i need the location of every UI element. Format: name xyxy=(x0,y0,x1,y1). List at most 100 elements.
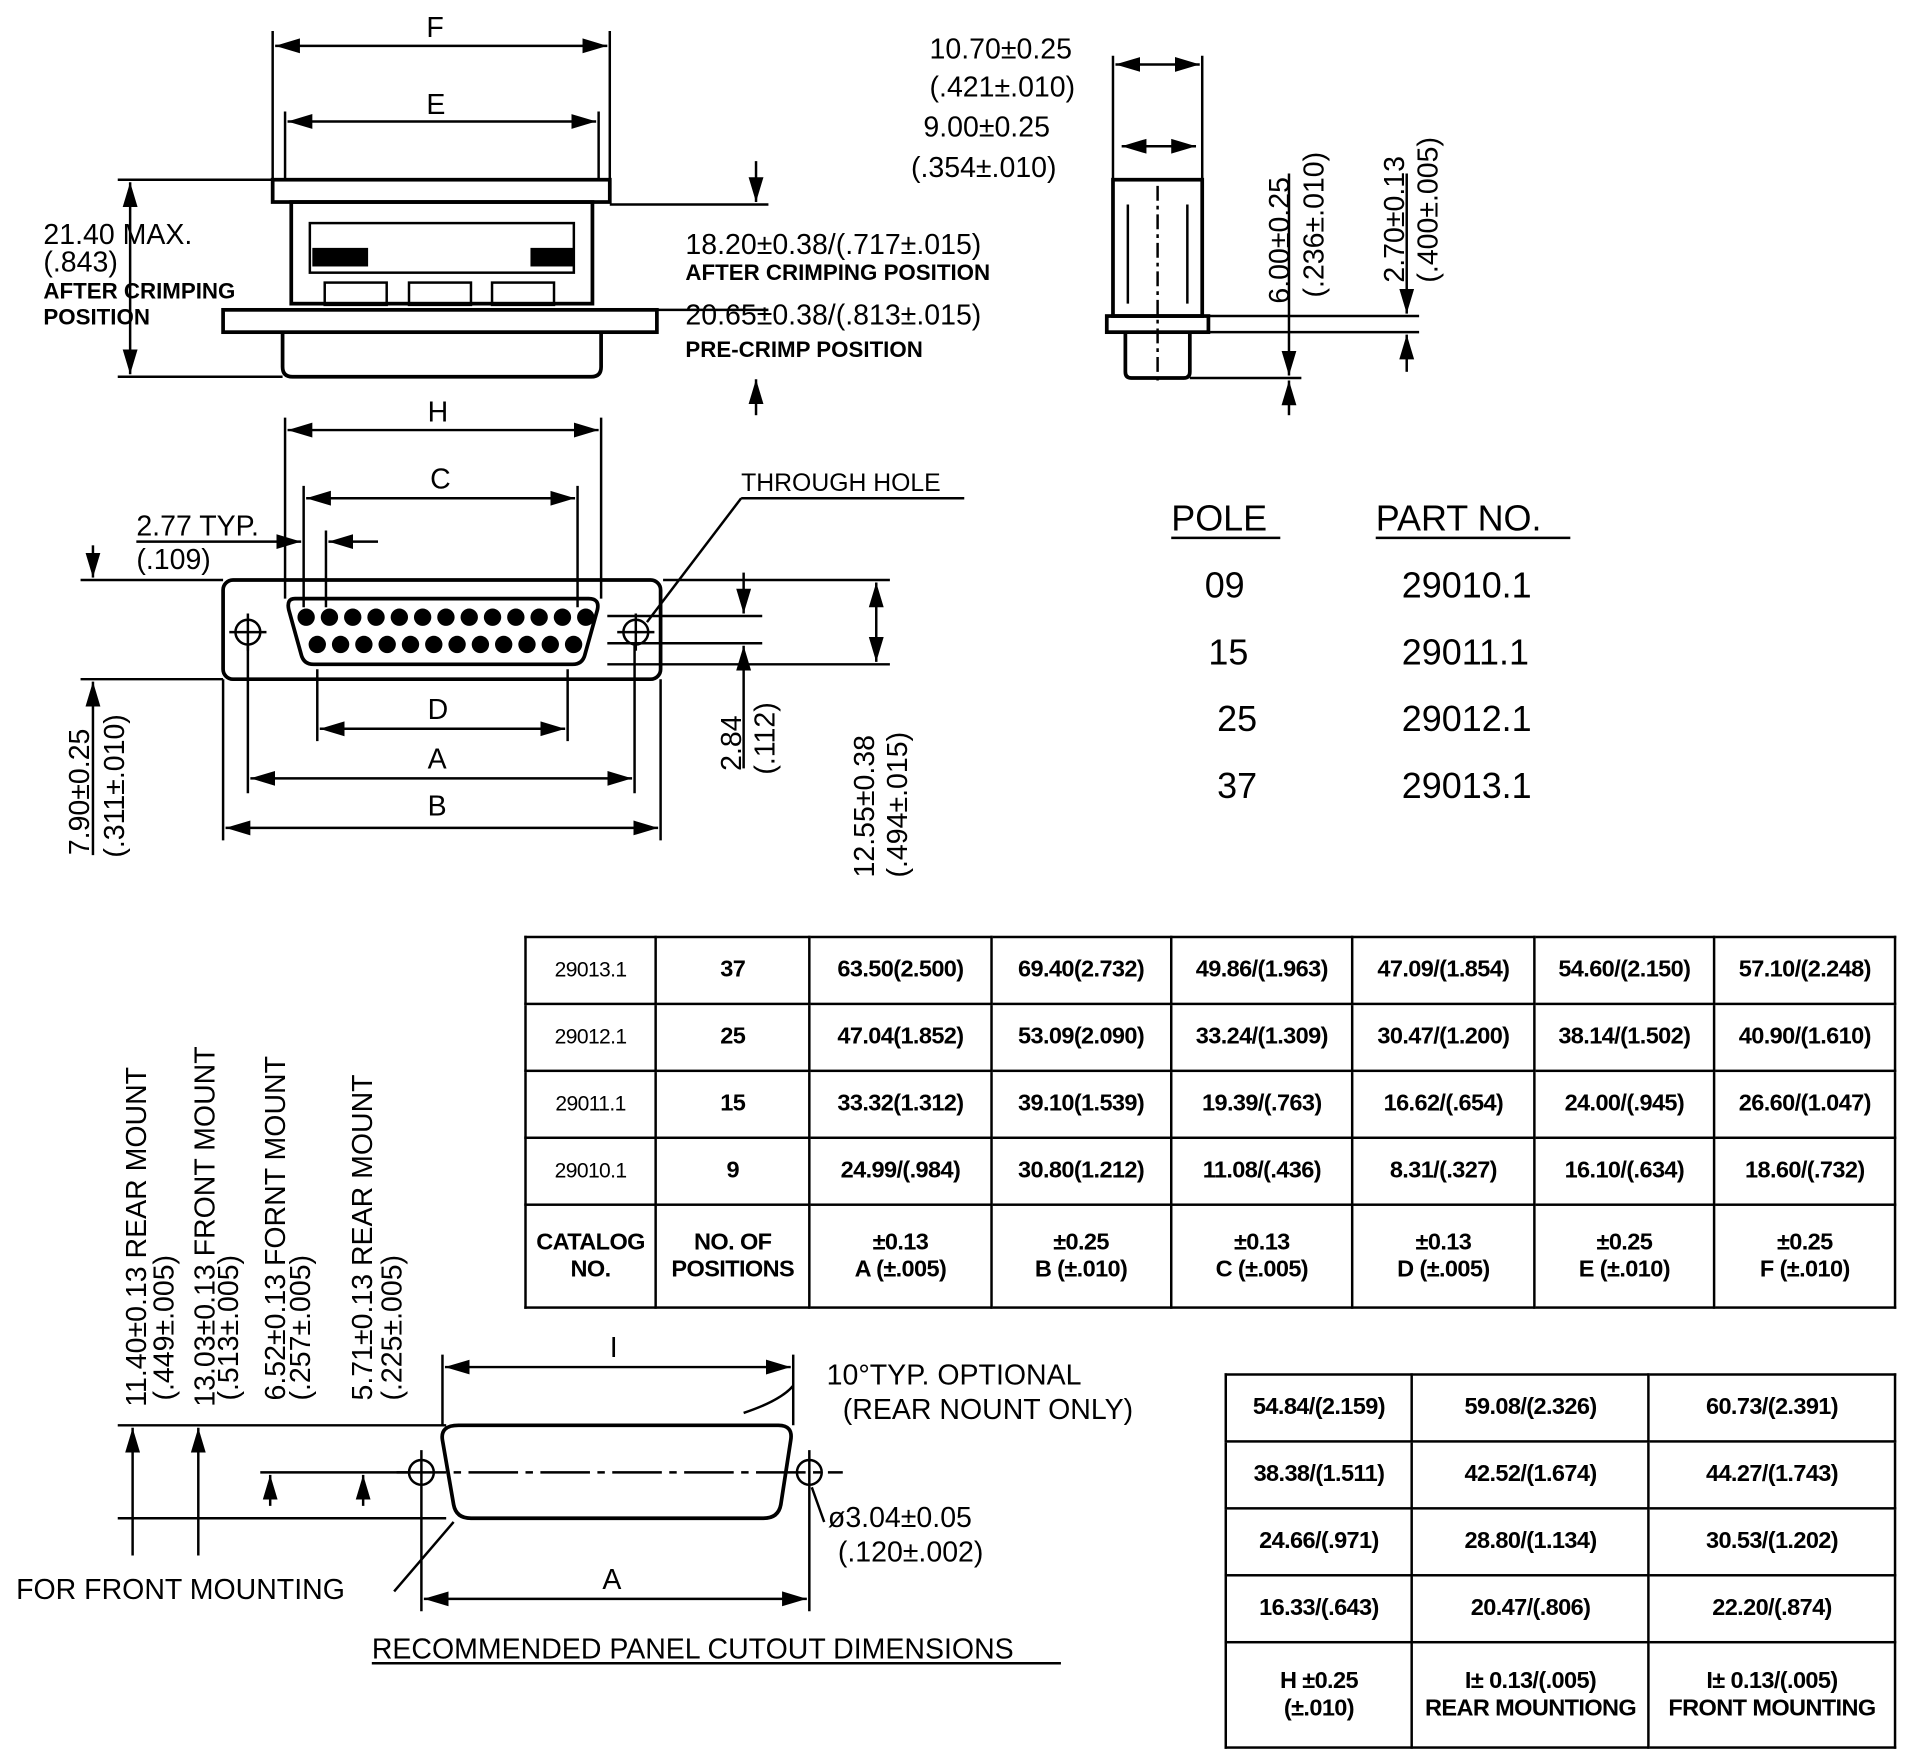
table-cell: 38.14/(1.502) xyxy=(1532,1002,1716,1073)
contact-pin xyxy=(483,608,502,626)
table-cell: 24.00/(.945) xyxy=(1532,1069,1716,1140)
part-no-value: 29011.1 xyxy=(1402,631,1529,672)
dim-c-label: C xyxy=(430,463,451,495)
table-cell: 30.53/(1.202) xyxy=(1647,1507,1897,1577)
table-cell: 24.66/(.971) xyxy=(1224,1507,1414,1577)
contact-pins xyxy=(297,608,595,654)
table-cell: 24.99/(.984) xyxy=(808,1136,993,1206)
cutout-shape xyxy=(440,1423,793,1521)
dim-e-label: E xyxy=(426,89,445,121)
table-header-row: H ±0.25(±.010)I± 0.13/(.005)REAR MOUNTIO… xyxy=(1224,1640,1897,1749)
column-header-line: I± 0.13/(.005) xyxy=(1706,1667,1838,1694)
contact-pin xyxy=(495,635,513,654)
through-hole-label: THROUGH HOLE xyxy=(741,470,941,497)
table-cell: 29010.1 xyxy=(524,1136,657,1206)
contact-pin xyxy=(367,608,385,626)
pre-crimp-dim: 20.65±0.38/(.813±.015) xyxy=(685,300,981,332)
max-height-note: AFTER CRIMPING xyxy=(43,279,235,304)
dim-a-label: A xyxy=(428,743,447,775)
pin-pitch-dim-in: (.109) xyxy=(136,544,210,576)
total-height-dim: 12.55±0.38 xyxy=(849,735,881,877)
panel-cutout-view: 11.40±0.13 REAR MOUNT (.449±.005) 13.03±… xyxy=(16,1046,1133,1665)
column-header-line: ±0.25 xyxy=(1596,1228,1653,1255)
contact-pin xyxy=(355,635,373,654)
rear-mount-half-dim-in: (.225±.005) xyxy=(377,1255,409,1401)
dim-b-label: B xyxy=(428,791,447,823)
max-height-note-2: POSITION xyxy=(43,305,150,330)
table-cell: 9 xyxy=(654,1136,812,1206)
width-dim: 10.70±0.25 xyxy=(930,33,1072,65)
contact-pin xyxy=(331,635,350,654)
front-mount-height-dim: 13.03±0.13 FRONT MOUNT xyxy=(189,1046,221,1406)
table-cell: 29011.1 xyxy=(524,1069,657,1140)
part-no-value: 29010.1 xyxy=(1402,564,1532,605)
table-cell: 47.04(1.852) xyxy=(808,1002,993,1073)
pole-header: POLE xyxy=(1171,497,1267,538)
column-header-line: A (±.005) xyxy=(854,1256,947,1283)
dim-h-label: H xyxy=(428,396,449,428)
flange-dim: 2.70±0.13 xyxy=(1379,156,1411,283)
column-header-line: NO. OF xyxy=(694,1228,772,1255)
flange-height-dim: 7.90±0.25 xyxy=(64,729,96,856)
part-no-value: 29012.1 xyxy=(1402,698,1532,739)
column-header-line: FRONT MOUNTING xyxy=(1668,1694,1876,1721)
table-cell: 11.08/(.436) xyxy=(1169,1136,1354,1206)
table-cell: 29012.1 xyxy=(524,1002,657,1073)
table-row: 38.38/(1.511)42.52/(1.674)44.27/(1.743) xyxy=(1224,1440,1897,1510)
rear-mount-half-dim: 5.71±0.13 REAR MOUNT xyxy=(347,1074,379,1400)
column-header-line: D (±.005) xyxy=(1397,1256,1490,1283)
table-cell: 54.60/(2.150) xyxy=(1532,935,1716,1006)
table-cell: 18.60/(.732) xyxy=(1713,1136,1897,1206)
contact-pin xyxy=(390,608,409,626)
front-view: H C 2.77 TYP. (.109) THROUGH HOLE D A B … xyxy=(64,396,965,878)
rear-mount-height-dim: 11.40±0.13 REAR MOUNT xyxy=(121,1067,153,1407)
contact-pin xyxy=(564,635,583,654)
pole-value: 25 xyxy=(1217,698,1257,739)
part-no-value: 29013.1 xyxy=(1402,765,1532,806)
total-height-dim-in: (.494±.015) xyxy=(882,732,914,878)
pole-value: 37 xyxy=(1217,765,1257,806)
table-cell: 53.09(2.090) xyxy=(989,1002,1173,1073)
contact-pin xyxy=(344,608,362,626)
column-header-line: NO. xyxy=(570,1256,612,1283)
contact-pin xyxy=(577,608,595,626)
column-header-line: ±0.13 xyxy=(872,1228,929,1255)
angle-note: 10°TYP. OPTIONAL xyxy=(827,1359,1082,1391)
table-cell: 38.38/(1.511) xyxy=(1224,1440,1414,1510)
contact-pin xyxy=(413,608,432,626)
pin-pitch-dim: 2.77 TYP. xyxy=(136,510,259,542)
pole-value: 15 xyxy=(1208,631,1248,672)
table-cell: 54.84/(2.159) xyxy=(1224,1373,1414,1443)
table-cell: 59.08/(2.326) xyxy=(1410,1373,1651,1443)
row-pitch-dim-in: (.112) xyxy=(750,702,782,774)
column-header: I± 0.13/(.005)REAR MOUNTIONG xyxy=(1410,1640,1651,1749)
column-header-line: ±0.13 xyxy=(1233,1228,1290,1255)
table-cell: 30.47/(1.200) xyxy=(1351,1002,1536,1073)
column-header-line: E (±.010) xyxy=(1578,1256,1671,1283)
inner-width-dim: 9.00±0.25 xyxy=(923,111,1050,143)
table-cell: 16.62/(.654) xyxy=(1351,1069,1536,1140)
contact-pin xyxy=(378,635,396,654)
contact-pin xyxy=(518,635,536,654)
table-cell: 33.24/(1.309) xyxy=(1169,1002,1354,1073)
table-cell: 37 xyxy=(654,935,812,1006)
contact-pin xyxy=(471,635,490,654)
after-crimp-note: AFTER CRIMPING POSITION xyxy=(685,260,990,285)
column-header-line: B (±.010) xyxy=(1034,1256,1128,1283)
table-row: 54.84/(2.159)59.08/(2.326)60.73/(2.391) xyxy=(1224,1373,1897,1443)
table-cell: 25 xyxy=(654,1002,812,1073)
table-cell: 16.10/(.634) xyxy=(1532,1136,1716,1206)
cutout-dimension-table: 54.84/(2.159)59.08/(2.326)60.73/(2.391)3… xyxy=(1224,1373,1897,1749)
column-header: H ±0.25(±.010) xyxy=(1224,1640,1414,1749)
table-cell: 40.90/(1.610) xyxy=(1713,1002,1897,1073)
contact-pin xyxy=(448,635,466,654)
max-height-dim-in: (.843) xyxy=(43,246,117,278)
height-dim: 6.00±0.25 xyxy=(1264,177,1296,304)
